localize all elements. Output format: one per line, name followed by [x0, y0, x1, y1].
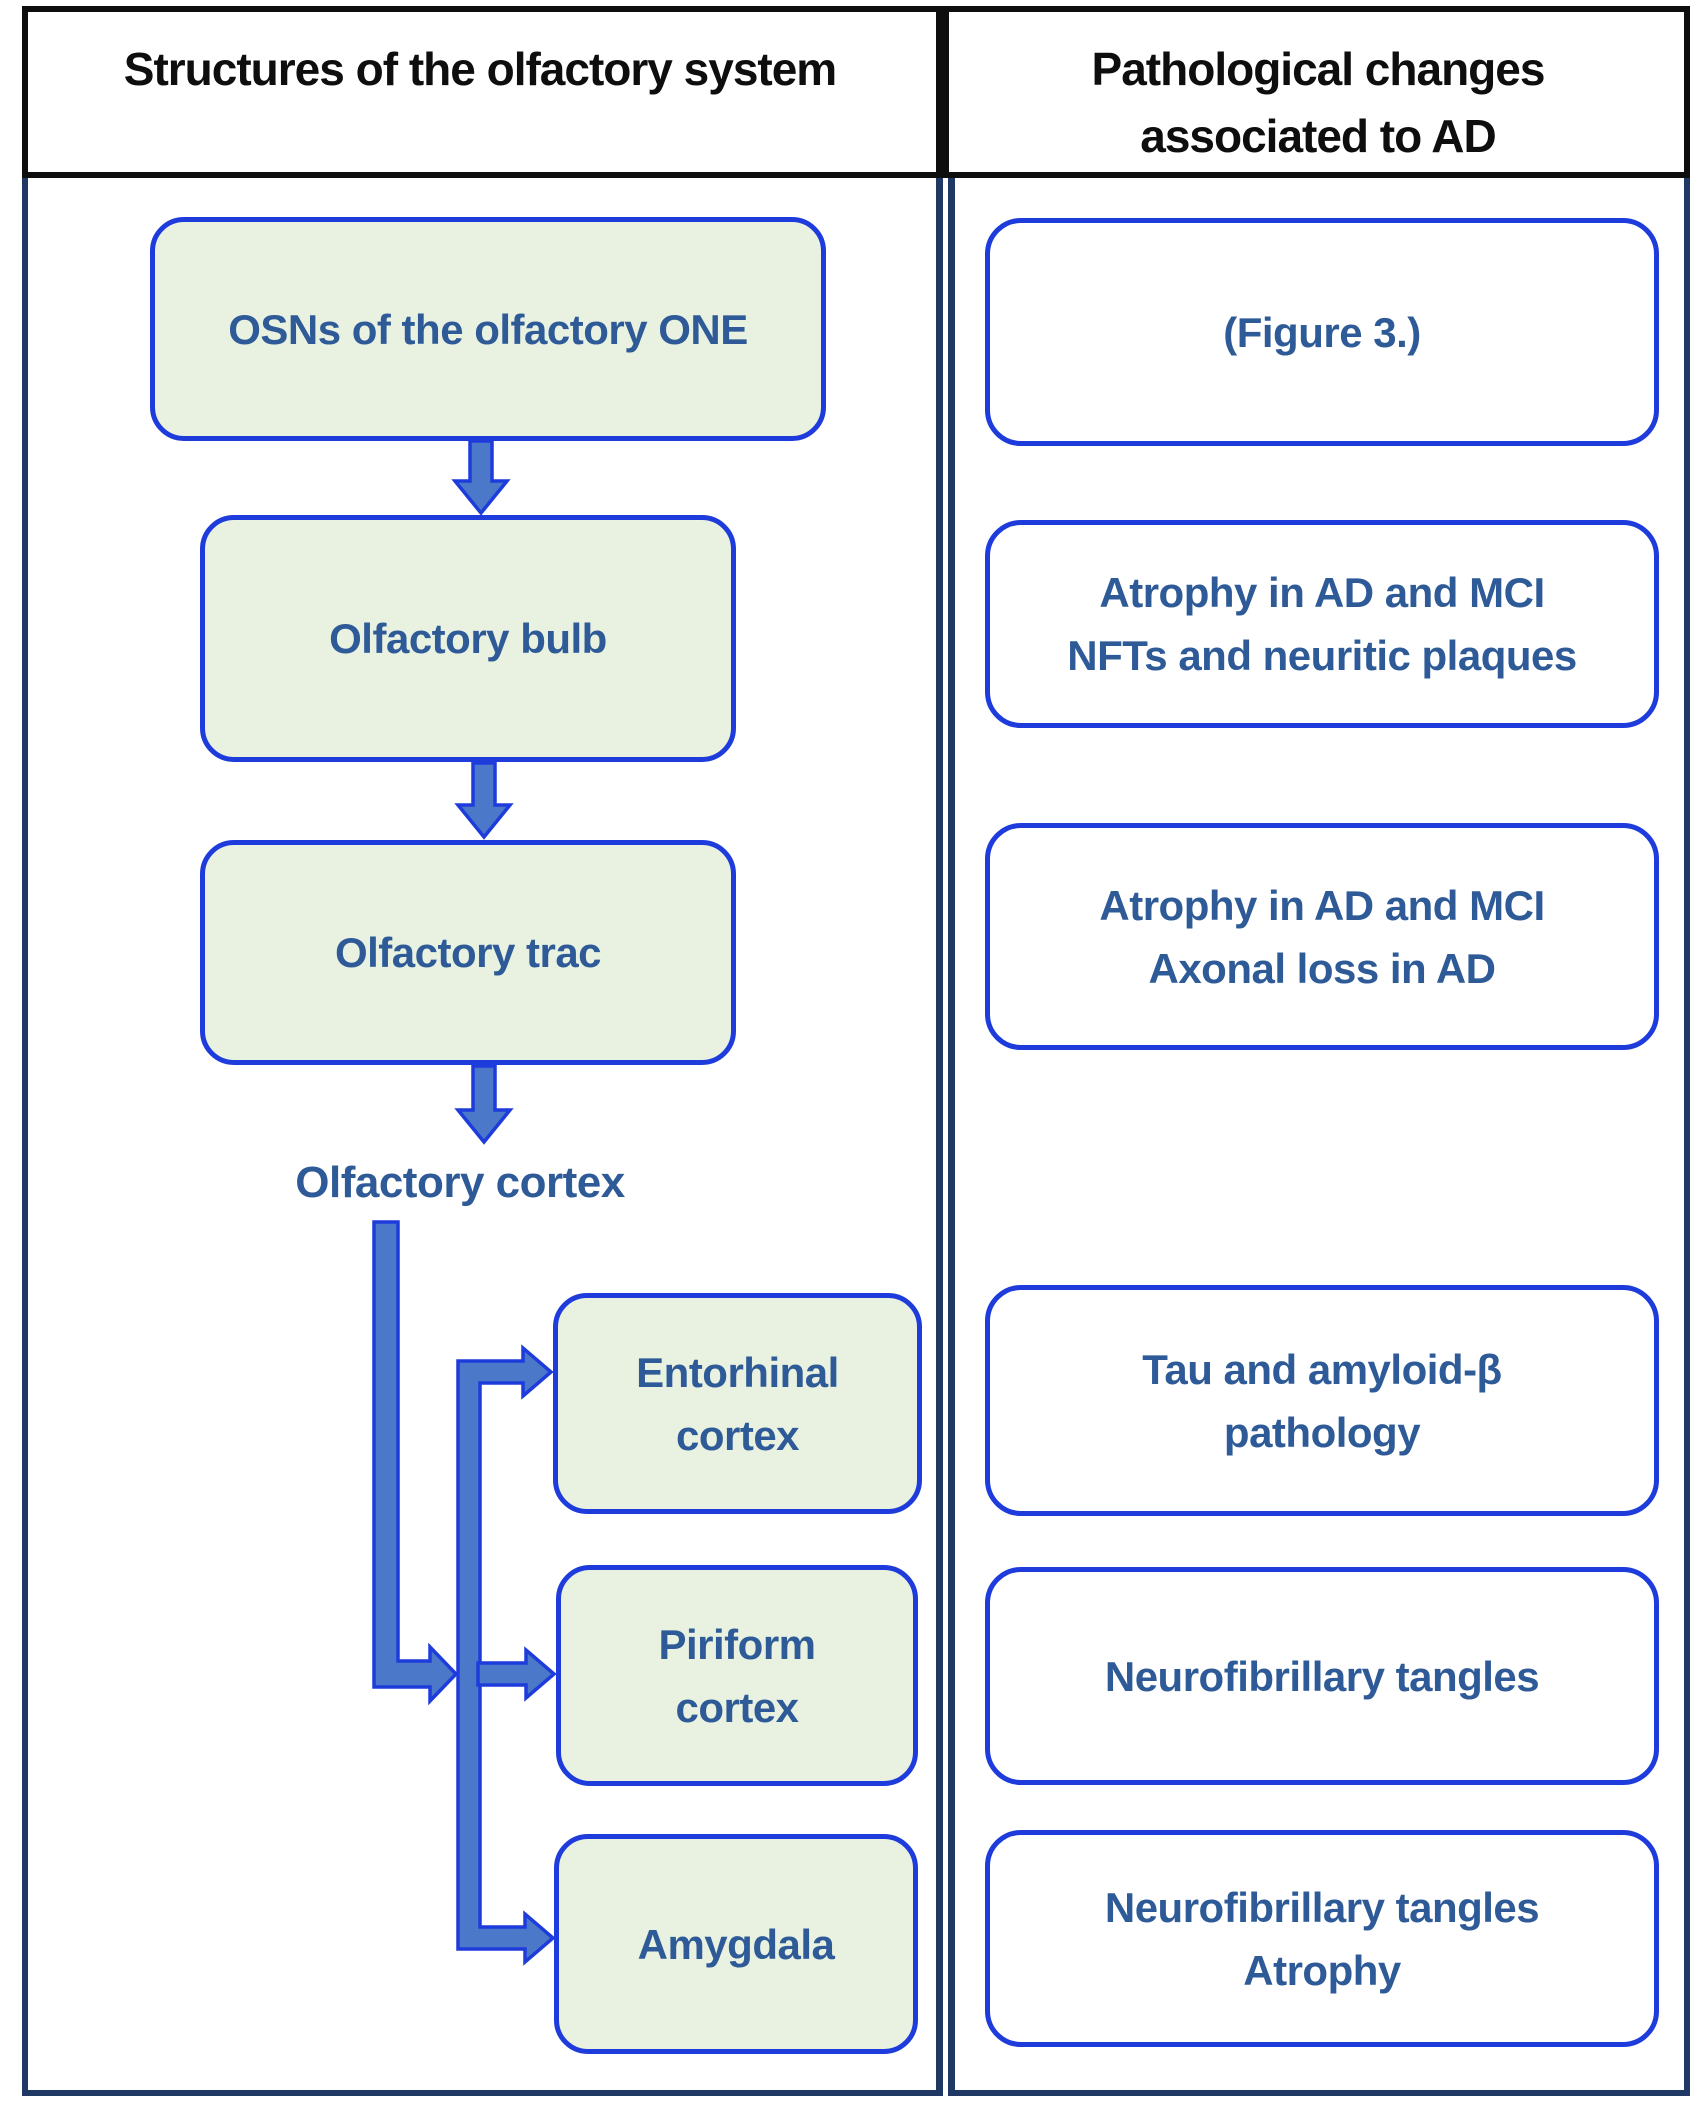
pathology-label: Axonal loss in AD	[1148, 944, 1496, 992]
pathology-box-tract: Atrophy in AD and MCI Axonal loss in AD	[985, 823, 1659, 1050]
pathology-label: Atrophy in AD and MCI	[1099, 569, 1545, 616]
pathology-box-figure3: (Figure 3.)	[985, 218, 1659, 446]
pathology-label: (Figure 3.)	[1223, 308, 1421, 356]
pathology-label: Neurofibrillary tangles	[1104, 1883, 1540, 1931]
node-label: Piriform	[658, 1620, 816, 1668]
pathology-label: Atrophy in AD and MCI	[1099, 881, 1545, 929]
header-right-title-line: Pathological changes	[1091, 43, 1546, 95]
header-right-title: Pathological changes associated to AD	[960, 36, 1676, 169]
node-osn: OSNs of the olfactory ONE	[150, 217, 826, 441]
node-label: Olfactory trac	[334, 929, 602, 976]
node-label: cortex	[675, 1411, 800, 1459]
pathology-label: Tau and amyloid-β	[1142, 1345, 1502, 1393]
node-label: Olfactory bulb	[329, 615, 607, 662]
pathology-box-bulb: Atrophy in AD and MCI NFTs and neuritic …	[985, 520, 1659, 728]
node-olfactory-bulb: Olfactory bulb	[200, 515, 736, 762]
node-label: OSNs of the olfactory ONE	[228, 305, 748, 353]
node-label: Amygdala	[637, 1920, 835, 1968]
body-column-divider	[936, 178, 955, 2096]
node-label: Entorhinal	[636, 1348, 839, 1396]
pathology-box-piriform: Neurofibrillary tangles	[985, 1567, 1659, 1785]
diagram-body-frame	[22, 178, 1690, 2096]
header-column-divider	[936, 6, 949, 178]
node-amygdala: Amygdala	[554, 1834, 918, 2054]
header-left-title: Structures of the olfactory system	[123, 43, 837, 95]
pathology-label: Neurofibrillary tangles	[1104, 1652, 1540, 1700]
pathology-label: Atrophy	[1243, 1946, 1401, 1994]
header-right-title-line: associated to AD	[1140, 109, 1497, 162]
pathology-label: pathology	[1223, 1408, 1421, 1456]
pathology-label: NFTs and neuritic plaques	[1067, 632, 1577, 679]
node-olfactory-tract: Olfactory trac	[200, 840, 736, 1065]
pathology-box-entorhinal: Tau and amyloid-β pathology	[985, 1285, 1659, 1516]
node-entorhinal-cortex: Entorhinal cortex	[553, 1293, 922, 1514]
pathology-box-amygdala: Neurofibrillary tangles Atrophy	[985, 1830, 1659, 2047]
header-row	[22, 6, 1690, 178]
node-label: cortex	[675, 1683, 799, 1731]
olfactory-cortex-label: Olfactory cortex	[295, 1158, 625, 1207]
node-piriform-cortex: Piriform cortex	[556, 1565, 918, 1786]
